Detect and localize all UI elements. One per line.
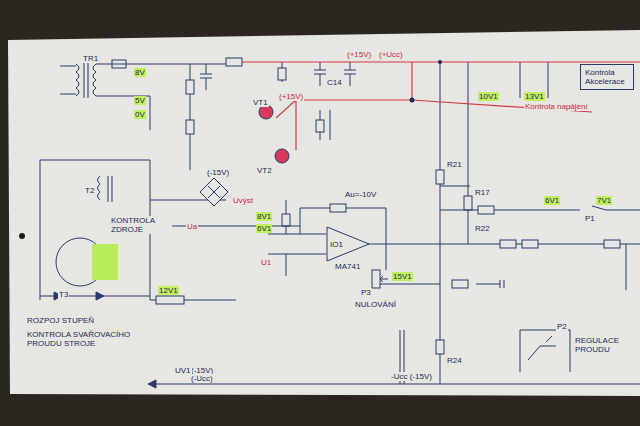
component-label: (+15V) <box>278 92 304 101</box>
component-label: UV1 <box>174 366 192 375</box>
op-amp-triangle <box>327 227 369 261</box>
component-label: VT2 <box>256 166 273 175</box>
component-label: -Ucc (-15V) <box>390 372 433 381</box>
component-label: R24 <box>446 356 463 365</box>
component-label: (-15V) <box>206 168 230 177</box>
component-label: C14 <box>326 78 343 87</box>
highlighted-pin-label: 8V <box>134 68 146 77</box>
component-label: P3 <box>360 288 372 297</box>
component-label: TR1 <box>82 54 99 63</box>
component-label: (+Ucc) <box>378 50 404 59</box>
component-label: Ua <box>186 222 198 231</box>
component-label: T2 <box>84 186 95 195</box>
component-label: R17 <box>474 188 491 197</box>
component-label: (-Ucc) <box>190 374 214 383</box>
op-amp: IO1 <box>326 226 370 262</box>
highlighted-pin-label: 7V1 <box>596 196 612 205</box>
highlighted-pin-label: 0V <box>134 110 146 119</box>
component-label: P1 <box>584 214 596 223</box>
highlighted-pin-label: 13V1 <box>524 92 545 101</box>
highlighted-pin-label: 6V1 <box>256 224 272 233</box>
component-label: Kontrola napájení <box>524 102 589 111</box>
node-text: Kontrola Akcelerace <box>585 68 629 86</box>
component-label: KONTROLA ZDROJE <box>110 216 172 234</box>
component-label: NULOVÁNÍ <box>354 300 397 309</box>
component-label: T3 <box>58 290 69 299</box>
component-label: REGULACE PROUDU <box>574 336 636 354</box>
component-label: R21 <box>446 160 463 169</box>
component-label: R22 <box>474 224 491 233</box>
component-label: U1 <box>260 258 272 267</box>
function-box: Kontrola Akcelerace <box>580 64 634 90</box>
component-label: VT1 <box>252 98 269 107</box>
highlighted-pin-label: 12V1 <box>158 286 179 295</box>
highlighted-pin-label: 5V <box>134 96 146 105</box>
component-label: Uvýst <box>232 196 254 205</box>
node-text: IO1 <box>330 240 343 249</box>
component-label: (+15V) <box>346 50 372 59</box>
component-label: MA741 <box>334 262 361 271</box>
highlighted-pin-label: 6V1 <box>544 196 560 205</box>
highlighted-pin-label: 15V1 <box>392 272 413 281</box>
component-label: Au=-10V <box>344 190 377 199</box>
highlighted-pin-label: 8V1 <box>256 212 272 221</box>
component-label: P2 <box>556 322 568 331</box>
highlighted-pin-label: 10V1 <box>478 92 499 101</box>
component-label: ROZPOJ STUPEŇ <box>26 316 95 325</box>
component-label: KONTROLA SVAŘOVACÍHO PROUDU STROJE <box>26 330 138 348</box>
